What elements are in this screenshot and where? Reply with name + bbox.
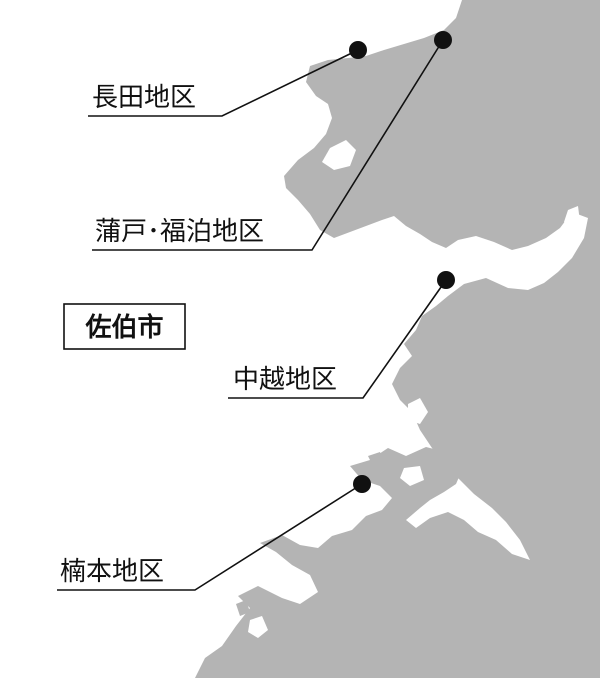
sea-inlet bbox=[400, 466, 424, 486]
marker-nagata bbox=[349, 41, 367, 59]
sea-inlet bbox=[322, 140, 356, 170]
island bbox=[236, 600, 250, 616]
sea-inlet bbox=[564, 206, 580, 230]
marker-nakagoe bbox=[437, 271, 455, 289]
label-kusumoto: 楠本地区 bbox=[60, 557, 164, 587]
sea-inlet bbox=[286, 572, 308, 592]
sea-inlet bbox=[408, 398, 428, 424]
land-area bbox=[195, 0, 600, 678]
leader-line-kamado-fukutomari bbox=[92, 39, 444, 251]
marker-kamado-fukutomari bbox=[434, 31, 452, 49]
marker-kusumoto bbox=[353, 475, 371, 493]
leader-lines bbox=[57, 39, 447, 591]
label-kamado-fukutomari: 蒲戸･福泊地区 bbox=[95, 217, 264, 247]
leader-line-nagata bbox=[88, 49, 359, 117]
district-markers bbox=[349, 31, 455, 493]
city-label: 佐伯市 bbox=[84, 312, 163, 343]
leader-line-kusumoto bbox=[57, 483, 363, 591]
city-label-frame bbox=[63, 303, 186, 350]
sea-inlet bbox=[516, 250, 546, 278]
island bbox=[368, 452, 384, 468]
city-label-box: 佐伯市 bbox=[63, 303, 186, 350]
sea-inlet bbox=[248, 616, 268, 638]
label-nakagoe: 中越地区 bbox=[233, 365, 337, 395]
label-nagata: 長田地区 bbox=[92, 83, 196, 113]
leader-line-nakagoe bbox=[228, 279, 447, 399]
